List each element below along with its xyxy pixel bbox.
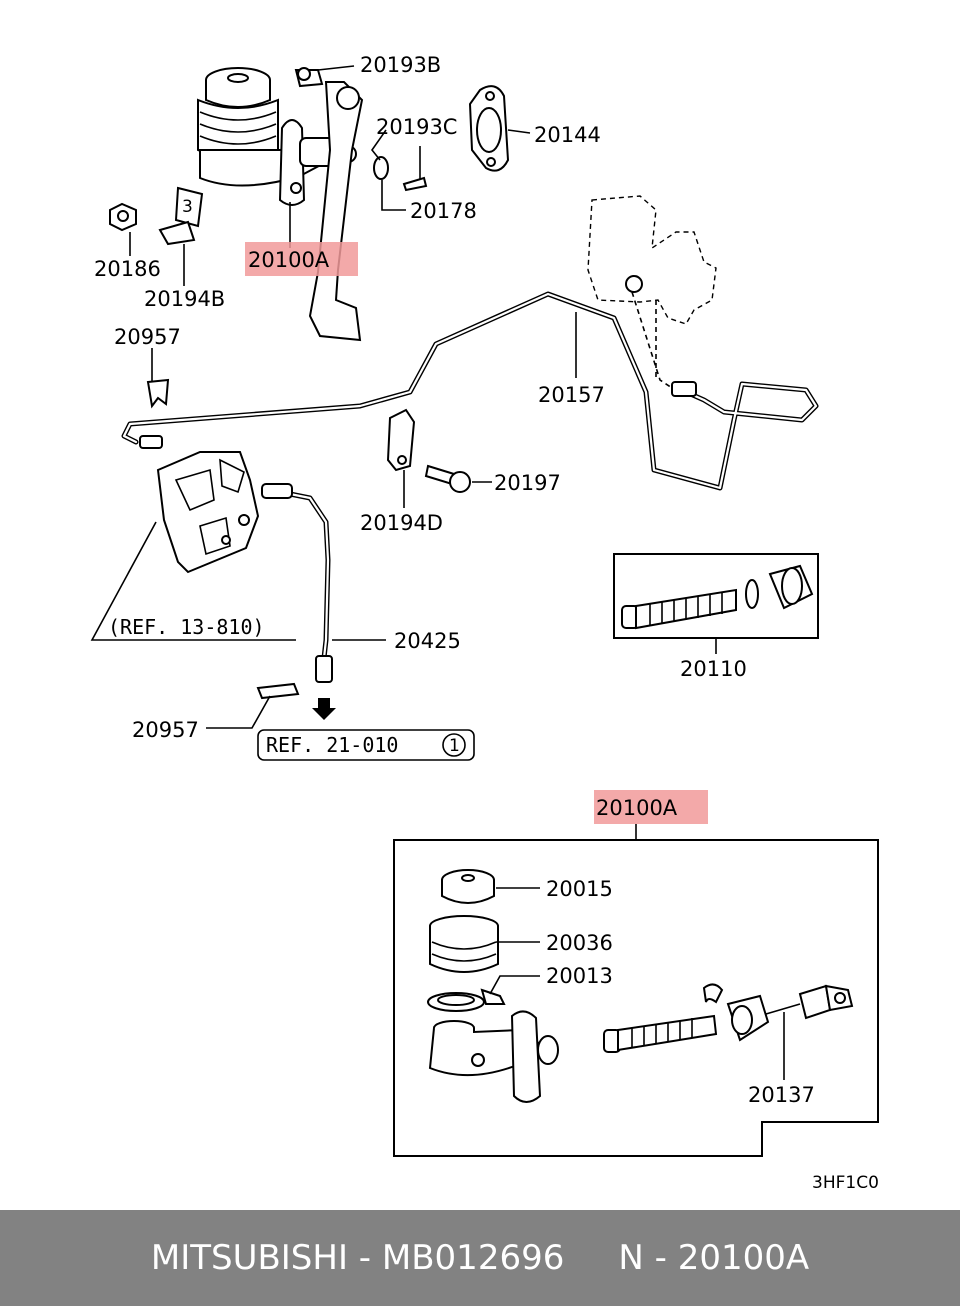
part-label-20015: 20015 (546, 877, 613, 901)
flexible-hose-20425 (261, 483, 333, 683)
footer-separator: - (643, 1238, 678, 1278)
part-label-20193C: 20193C (376, 115, 457, 139)
inset-cylinder-body (428, 1010, 559, 1103)
parts-diagram: 3 (90, 53, 879, 1193)
inset-reservoir-20036 (429, 915, 499, 973)
part-label-20425: 20425 (394, 629, 461, 653)
inset-pushrod-20137 (765, 984, 854, 1020)
part-label-20186: 20186 (94, 257, 161, 281)
brake-master-cylinder-ref (587, 195, 717, 325)
part-label-20178: 20178 (410, 199, 477, 223)
repair-kit-20110 (613, 553, 819, 639)
part-label-20197: 20197 (494, 471, 561, 495)
bracket-20194B: 3 (158, 186, 204, 246)
part-label-20137: 20137 (748, 1083, 815, 1107)
part-label-20957-top: 20957 (114, 325, 181, 349)
clip-20957-bottom (256, 682, 300, 700)
footer-brand: MITSUBISHI (150, 1238, 348, 1278)
inset-seal-20013 (427, 988, 506, 1012)
bracket-20194D (386, 408, 416, 472)
clutch-pedal (294, 67, 364, 342)
footer-ref-code: 20100A (677, 1238, 810, 1278)
part-label-20957-bottom: 20957 (132, 718, 199, 742)
highlight-20100A-top (245, 242, 358, 276)
part-label-20194B: 20194B (144, 287, 225, 311)
leader-lines (90, 65, 785, 1080)
ref-label-13-810: (REF. 13-810) (108, 615, 265, 639)
nut-20186 (109, 202, 137, 232)
clip-20957-top (146, 378, 170, 409)
diagram-code: 3HF1C0 (812, 1173, 879, 1193)
part-label-20157: 20157 (538, 383, 605, 407)
clutch-line-20157 (121, 291, 819, 491)
gasket-20144 (468, 85, 510, 172)
bolt-20197 (424, 464, 471, 493)
highlight-20100A-inset (594, 790, 708, 824)
ref-circle-number: 1 (449, 736, 460, 756)
part-label-20194D: 20194D (360, 511, 443, 535)
ref-21-010-box (257, 729, 475, 761)
part-label-20193B: 20193B (360, 53, 441, 77)
footer-part-number: MB012696 (381, 1238, 565, 1278)
washer-20178 (373, 156, 389, 180)
part-label-20144: 20144 (534, 123, 601, 147)
footer-spacer (564, 1238, 618, 1278)
footer-bar: MITSUBISHI - MB012696 N - 20100A (0, 1210, 960, 1306)
inset-piston (603, 983, 770, 1053)
part-label-20110: 20110 (680, 657, 747, 681)
mounting-bracket (156, 451, 260, 574)
part-label-20036: 20036 (546, 931, 613, 955)
inset-frame (393, 824, 879, 1157)
arrow-down-icon (312, 698, 336, 720)
bracket-mark: 3 (182, 197, 193, 217)
footer-separator: - (348, 1238, 382, 1278)
pin-20193C (402, 176, 428, 192)
inset-cap-20015 (441, 869, 495, 904)
footer-ref-prefix: N (618, 1238, 644, 1278)
part-label-20100A-inset: 20100A (596, 796, 678, 820)
ref-label-21-010: REF. 21-010 (266, 733, 398, 757)
part-label-20100A-top: 20100A (248, 248, 330, 272)
part-label-20013: 20013 (546, 964, 613, 988)
